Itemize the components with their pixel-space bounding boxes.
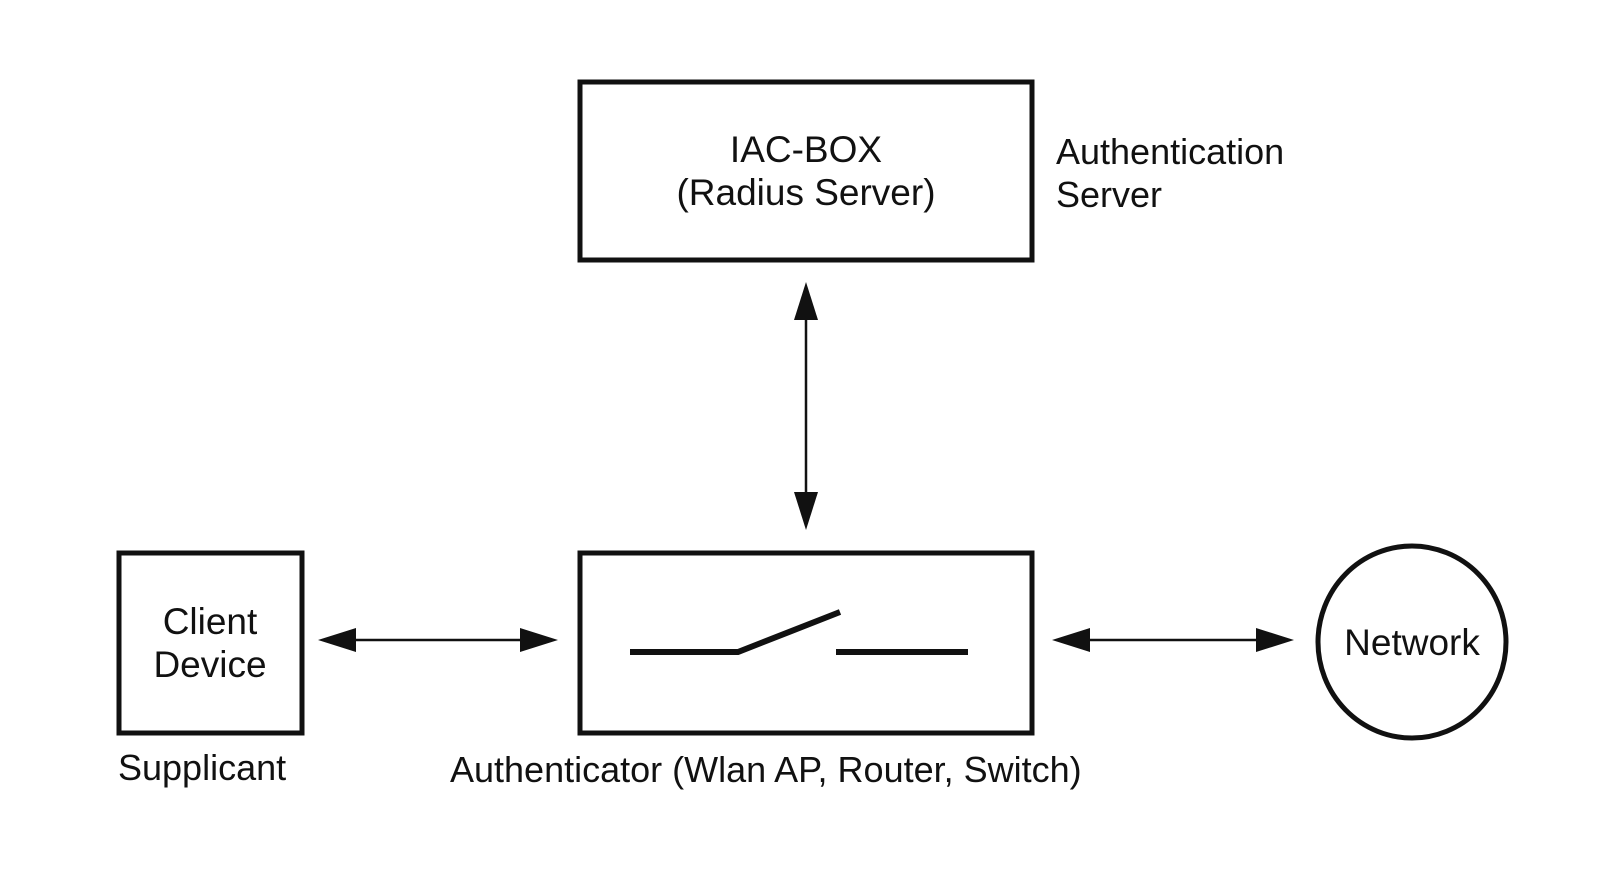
server-box	[577, 79, 1035, 263]
authenticator-box	[577, 550, 1035, 736]
authenticator-network-arrow	[1052, 628, 1294, 652]
server-box-title: IAC-BOX	[730, 129, 882, 170]
client-box-line2: Device	[153, 644, 266, 685]
network-label: Network	[1344, 622, 1480, 663]
server-authenticator-arrow	[794, 282, 818, 530]
authenticator-caption: Authenticator (Wlan AP, Router, Switch)	[450, 749, 1082, 790]
server-box-subtitle: (Radius Server)	[676, 172, 935, 213]
client-box	[116, 550, 305, 736]
network-node	[1315, 543, 1509, 741]
client-box-line1: Client	[163, 601, 258, 642]
server-role-line1: Authentication	[1056, 131, 1284, 172]
server-role-line2: Server	[1056, 174, 1162, 215]
client-authenticator-arrow	[318, 628, 558, 652]
switch-symbol	[630, 609, 968, 655]
client-role-label: Supplicant	[118, 747, 286, 788]
